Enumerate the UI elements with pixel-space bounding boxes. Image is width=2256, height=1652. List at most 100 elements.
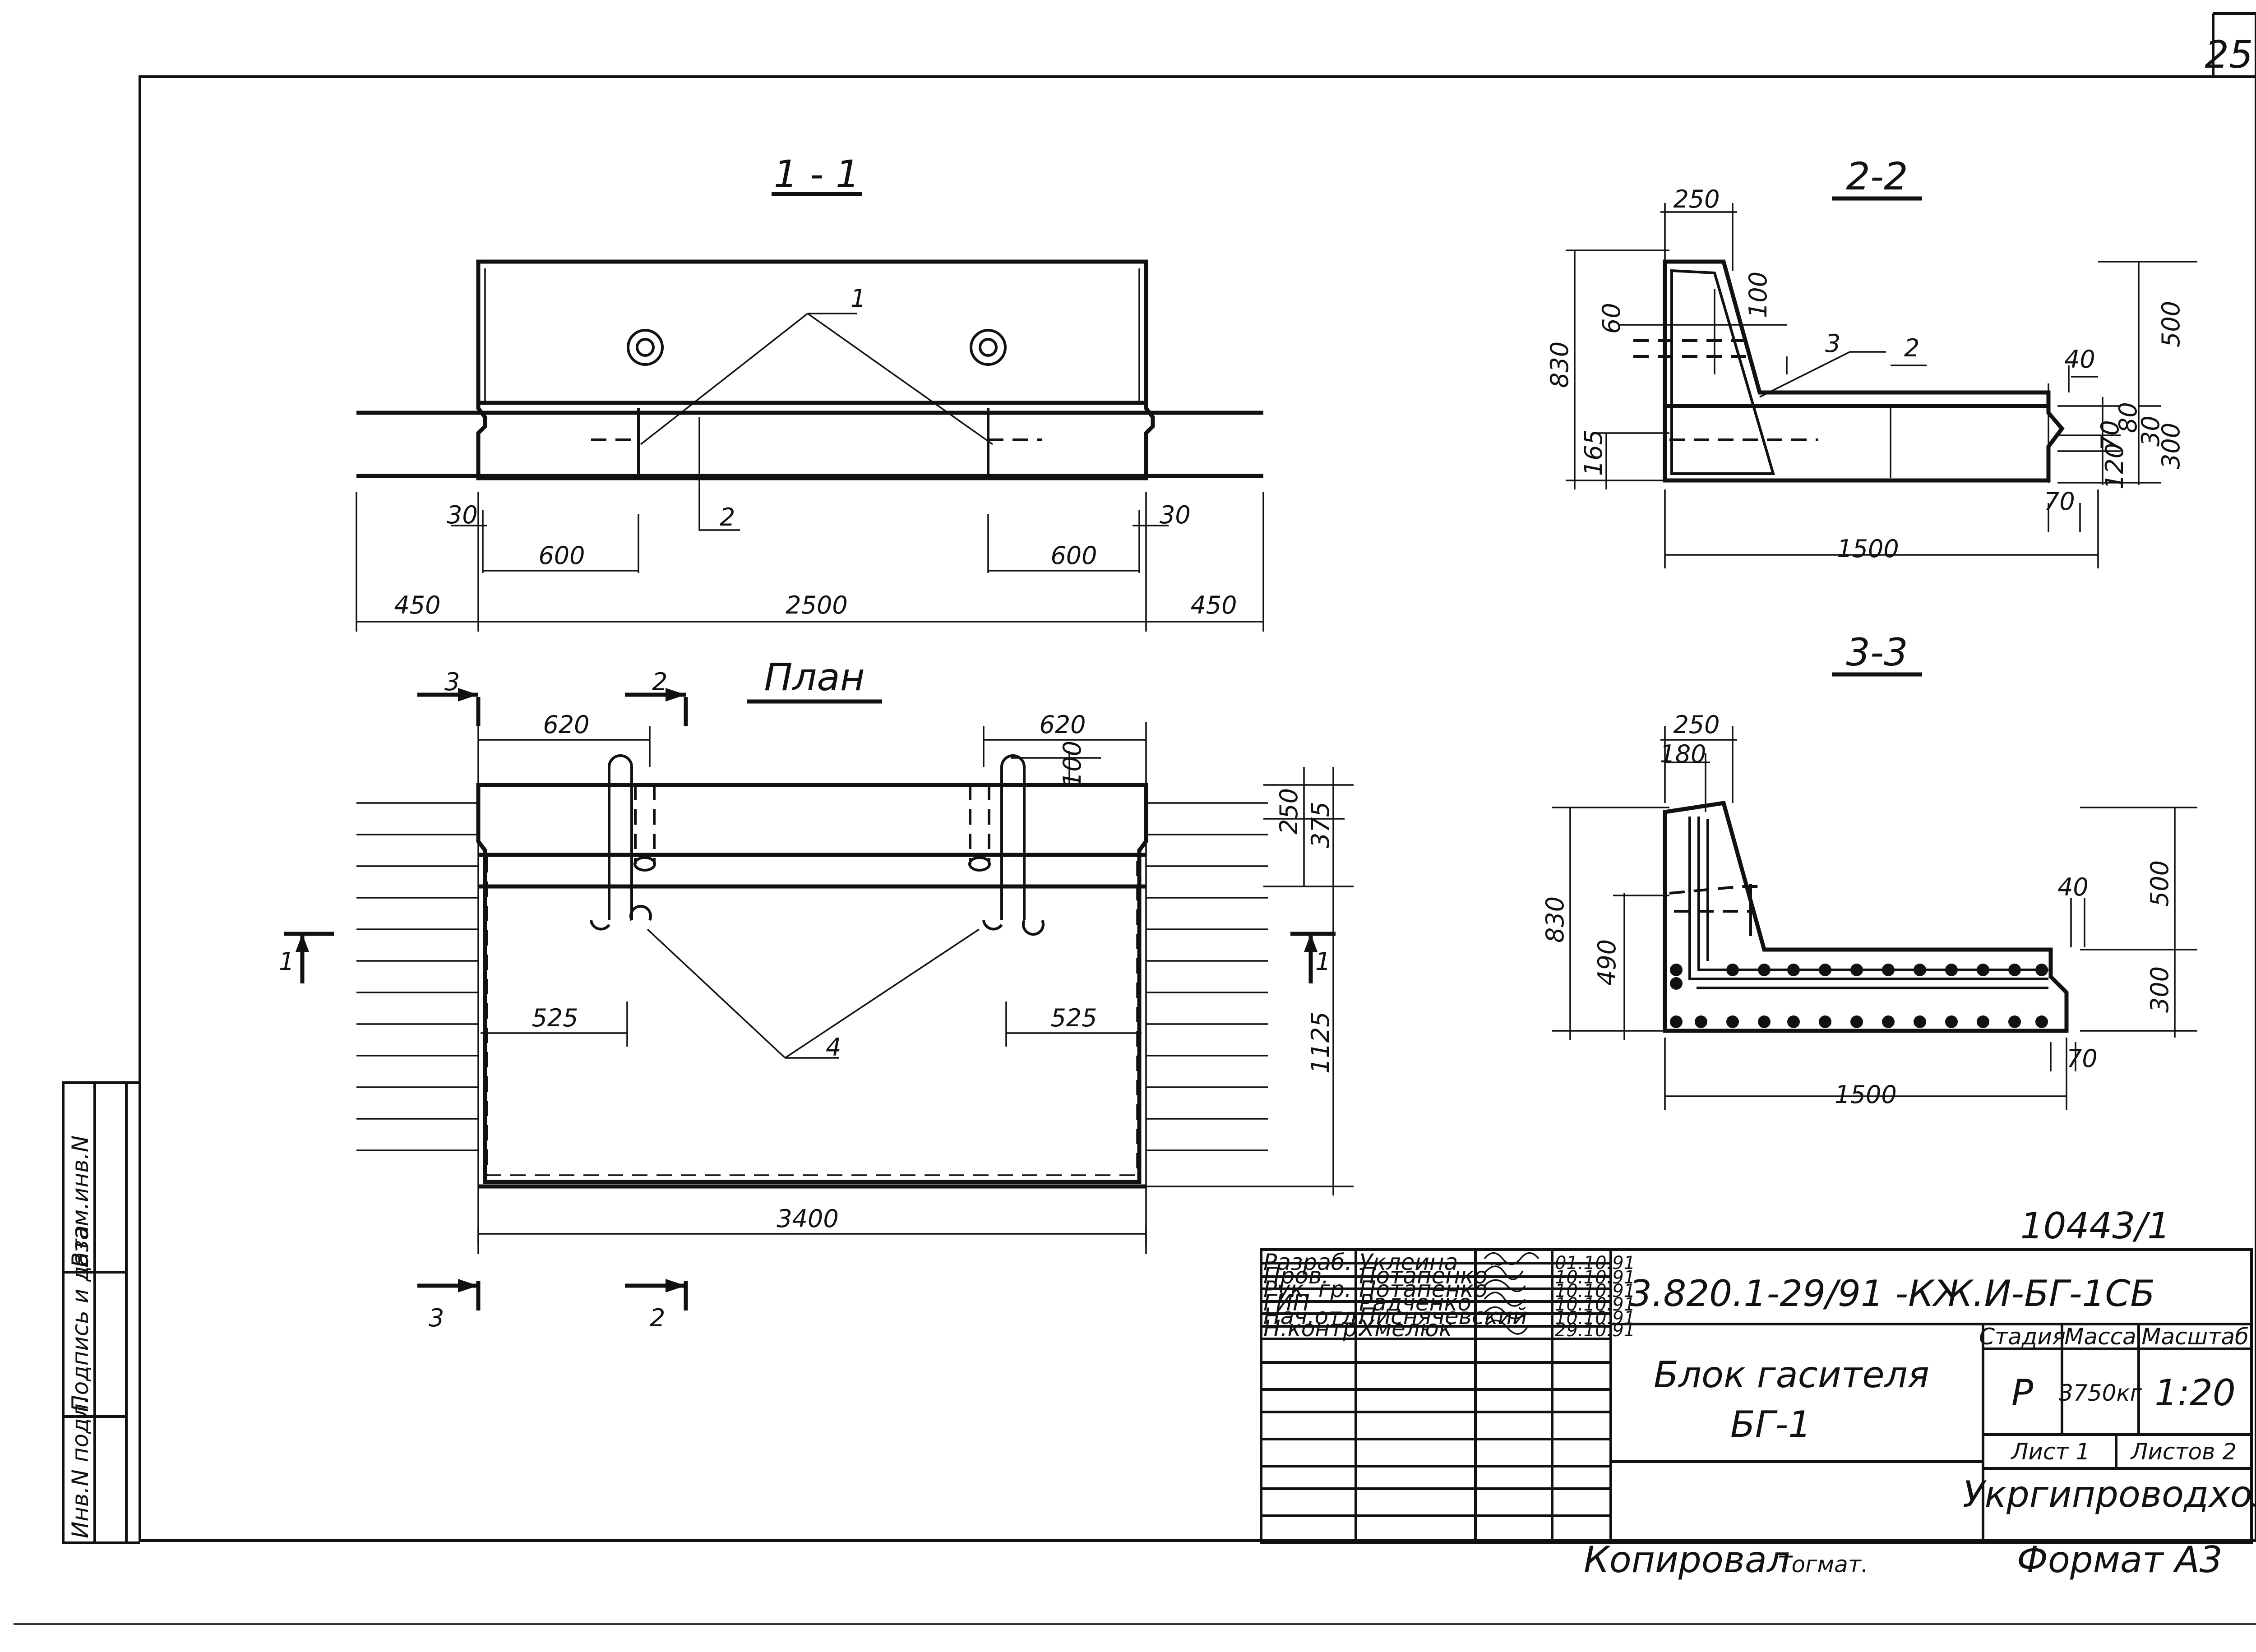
dim-2500: 2500 xyxy=(786,591,847,619)
stage-value: Р xyxy=(2011,1372,2034,1414)
col-mass: Масса xyxy=(2064,1324,2136,1350)
dim-1125: 1125 xyxy=(1306,1012,1335,1074)
stamp-vzam-inv: Взам.инв.N xyxy=(67,1135,93,1268)
plan-title: План xyxy=(764,655,864,699)
signature-rows: Разраб. Уклеина ~ 01.10.91 Пров. Потапен… xyxy=(1263,1249,1635,1342)
dim-30-s22: 30 xyxy=(2136,415,2165,447)
dim-165-s22: 165 xyxy=(1579,429,1608,476)
row-date: 01.10.91 xyxy=(1555,1253,1635,1274)
dim-500-s22: 500 xyxy=(2157,301,2185,347)
row-name: Хмелюк xyxy=(1358,1315,1452,1342)
dim-250-plan: 250 xyxy=(1275,788,1303,835)
section-1-1-view xyxy=(356,259,1264,632)
doc-code: 3.820.1-29/91 -КЖ.И-БГ-1СБ xyxy=(1629,1273,2155,1315)
dim-450-left: 450 xyxy=(394,591,440,619)
col-scale: Масштаб xyxy=(2141,1324,2249,1350)
cut-1-right: 1 xyxy=(1315,947,1331,976)
dim-70-s33: 70 xyxy=(2066,1044,2098,1073)
row-name: Уклеина xyxy=(1359,1249,1458,1275)
row-role: Нач.отд. xyxy=(1263,1303,1364,1329)
section-2-2-view xyxy=(1566,203,2197,568)
dim-100-plan: 100 xyxy=(1058,741,1086,787)
cut-2-top: 2 xyxy=(652,668,667,696)
callout-3-s22: 3 xyxy=(1825,329,1840,358)
dim-620-left: 620 xyxy=(543,711,589,739)
dim-80-s22: 80 xyxy=(2114,402,2142,433)
dim-620-right: 620 xyxy=(1039,711,1086,739)
row-role: Пров. xyxy=(1263,1263,1329,1289)
section-title-1-1: 1 - 1 xyxy=(774,152,860,196)
callout-2-s22: 2 xyxy=(1904,334,1919,362)
cut-1-left: 1 xyxy=(279,947,294,976)
row-role: Н.контр. xyxy=(1263,1315,1364,1342)
dim-180-s33: 180 xyxy=(1660,740,1706,768)
dim-100-s22: 100 xyxy=(1744,272,1772,318)
title-line-1: Блок гасителя xyxy=(1654,1354,1929,1396)
section-3-3-view xyxy=(1552,726,2197,1110)
row-role: ГИП xyxy=(1263,1290,1310,1316)
dim-30-left: 30 xyxy=(447,501,478,529)
organization: Укргипроводхоз xyxy=(1963,1473,2256,1515)
callout-2: 2 xyxy=(720,503,735,531)
archive-number: 10443/1 xyxy=(2020,1205,2170,1247)
row-name: Потапенко xyxy=(1359,1276,1488,1302)
dim-3400: 3400 xyxy=(777,1204,838,1233)
format-label: Формат А3 xyxy=(2017,1539,2223,1581)
mass-value: 3750кг xyxy=(2059,1380,2142,1406)
dim-250-s22: 250 xyxy=(1673,185,1720,213)
dim-30-right: 30 xyxy=(1160,501,1191,529)
callout-1: 1 xyxy=(851,284,866,313)
dim-500-s33: 500 xyxy=(2145,860,2174,907)
row-date: 10.10.91 xyxy=(1555,1281,1635,1301)
dim-40-s22: 40 xyxy=(2064,345,2095,374)
dim-830-s33: 830 xyxy=(1541,896,1569,943)
dim-250-s33: 250 xyxy=(1673,711,1720,739)
row-date: 10.10.91 xyxy=(1555,1267,1635,1288)
dim-600-right: 600 xyxy=(1050,541,1097,570)
row-name: Потапенко xyxy=(1359,1263,1488,1289)
title-block xyxy=(1260,1248,2253,1544)
copied-signature: Тогмат. xyxy=(1778,1551,1868,1578)
plan-view xyxy=(284,688,1354,1311)
title-line-2: БГ-1 xyxy=(1730,1403,1811,1445)
col-stage: Стадия xyxy=(1979,1324,2066,1350)
dim-120-s22: 120 xyxy=(2100,443,2129,489)
dim-525-left: 525 xyxy=(532,1004,578,1032)
dim-40-s33: 40 xyxy=(2057,873,2089,901)
scale-value: 1:20 xyxy=(2154,1372,2236,1414)
dim-300-s22: 300 xyxy=(2157,423,2185,469)
row-date: 10.10.91 xyxy=(1555,1294,1635,1315)
dim-60-s22: 60 xyxy=(1597,303,1626,334)
page-number: 25 xyxy=(2205,32,2253,77)
cut-2-bottom: 2 xyxy=(650,1304,665,1332)
dim-70-s22: 70 xyxy=(2096,420,2124,451)
callout-4: 4 xyxy=(826,1033,841,1061)
cut-3-top: 3 xyxy=(444,668,460,696)
dim-525-right: 525 xyxy=(1050,1004,1097,1032)
stamp-inv-podl: Инв.N подл. xyxy=(67,1397,93,1538)
cut-3-bottom: 3 xyxy=(429,1304,444,1332)
dim-1500-s22: 1500 xyxy=(1837,535,1899,563)
row-date: 10.10.91 xyxy=(1555,1308,1635,1329)
section-title-2-2: 2-2 xyxy=(1846,154,1908,198)
dim-70b-s22: 70 xyxy=(2044,487,2075,516)
copied-label: Копировал xyxy=(1584,1539,1790,1581)
sheet-frame xyxy=(14,12,2256,1625)
sheet-count: Листов 2 xyxy=(2130,1439,2237,1465)
sheet-no: Лист 1 xyxy=(2011,1439,2090,1465)
row-role: Разраб. xyxy=(1263,1249,1352,1275)
section-title-3-3: 3-3 xyxy=(1846,630,1908,674)
dim-375-plan: 375 xyxy=(1306,802,1335,848)
dim-450-right: 450 xyxy=(1190,591,1237,619)
stamp-podpis-data: Подпись и дата xyxy=(67,1225,93,1412)
row-role: Рук. гр. xyxy=(1263,1276,1352,1302)
dim-1500-s33: 1500 xyxy=(1835,1080,1896,1109)
side-stamp xyxy=(62,1081,140,1544)
dim-300-s33: 300 xyxy=(2145,966,2174,1013)
row-date: 29.10.91 xyxy=(1555,1320,1635,1341)
row-name: Радченко xyxy=(1359,1290,1471,1316)
dim-490-s33: 490 xyxy=(1593,939,1621,986)
signature-scribbles xyxy=(1484,1252,1539,1335)
dim-830-s22: 830 xyxy=(1545,341,1574,388)
